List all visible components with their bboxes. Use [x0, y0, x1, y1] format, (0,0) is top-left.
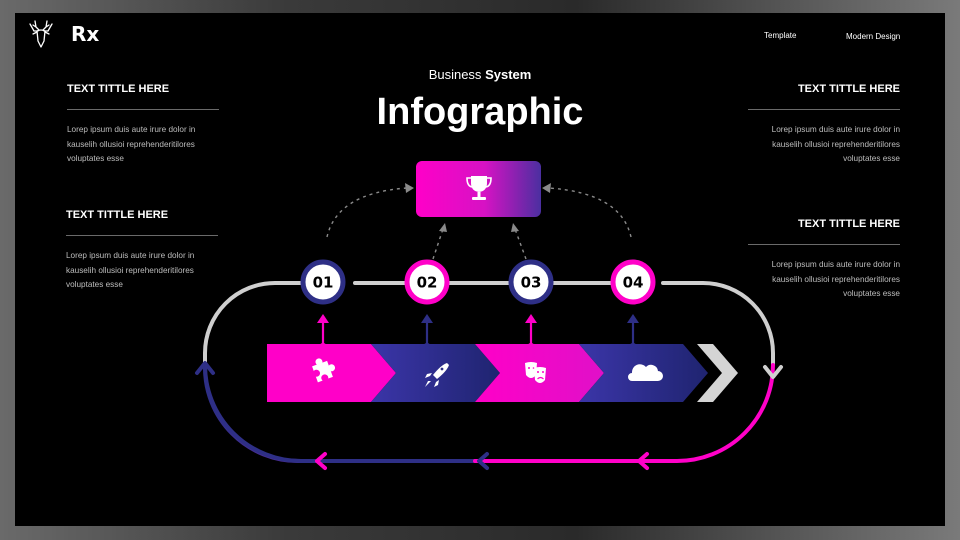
- block-text: Lorep ipsum duis aute irure dolor in kau…: [67, 123, 219, 167]
- brand-name: Rx: [71, 22, 100, 46]
- loop-track: [203, 281, 775, 463]
- dashed-arrowheads: [405, 183, 551, 232]
- trophy-icon: [466, 176, 492, 200]
- dashed-connector: [326, 187, 408, 238]
- block-text: Lorep ipsum duis aute irure dolor in kau…: [66, 249, 218, 293]
- dashed-connector: [432, 228, 444, 260]
- dashed-connector: [548, 187, 632, 238]
- text-block-top-left: TEXT TITTLE HERE Lorep ipsum duis aute i…: [67, 83, 219, 167]
- nav-modern-design[interactable]: Modern Design: [846, 32, 901, 41]
- subtitle-bold: System: [485, 67, 532, 82]
- arrowhead: [405, 183, 414, 193]
- block-title: TEXT TITTLE HERE: [67, 83, 170, 95]
- process-diagram: 01 02 03 04: [195, 161, 783, 470]
- arrowhead: [763, 365, 783, 379]
- arrowhead: [195, 361, 215, 375]
- block-title: TEXT TITTLE HERE: [66, 209, 169, 221]
- page-title: Infographic: [376, 91, 584, 133]
- block-text-line: voluptates esse: [66, 280, 123, 289]
- arrowhead: [315, 452, 327, 470]
- arrowhead: [511, 223, 519, 232]
- step-connectors: [321, 319, 635, 347]
- subtitle-regular: Business: [428, 67, 482, 82]
- page-subtitle: Business System: [15, 67, 945, 82]
- block-text-line: Lorep ipsum duis aute irure dolor in: [771, 125, 900, 134]
- nav-template[interactable]: Template: [764, 31, 797, 40]
- block-text: Lorep ipsum duis aute irure dolor in kau…: [748, 123, 900, 167]
- text-block-top-right: TEXT TITTLE HERE Lorep ipsum duis aute i…: [748, 83, 900, 167]
- arrowhead: [439, 223, 447, 232]
- step-number: 03: [521, 274, 542, 292]
- step-number: 04: [623, 274, 644, 292]
- step-number: 01: [313, 274, 334, 292]
- block-text-line: Lorep ipsum duis aute irure dolor in: [771, 260, 900, 269]
- step-circle-02[interactable]: 02: [404, 259, 450, 305]
- text-block-bottom-right: TEXT TITTLE HERE Lorep ipsum duis aute i…: [748, 218, 900, 302]
- block-text-line: voluptates esse: [67, 154, 124, 163]
- step-circle-04[interactable]: 04: [610, 259, 656, 305]
- arrowhead: [542, 183, 551, 193]
- cloud-icon: [628, 364, 663, 381]
- divider: [66, 235, 218, 236]
- goal-box[interactable]: [416, 161, 541, 217]
- step-circle-03[interactable]: 03: [508, 259, 554, 305]
- step-number: 02: [417, 274, 438, 292]
- block-text-line: voluptates esse: [843, 289, 900, 298]
- divider: [748, 109, 900, 110]
- block-title: TEXT TITTLE HERE: [797, 83, 900, 95]
- divider: [748, 244, 900, 245]
- arrowhead: [637, 452, 649, 470]
- step-circle-01[interactable]: 01: [300, 259, 346, 305]
- divider: [67, 109, 219, 110]
- block-text-line: Lorep ipsum duis aute irure dolor in: [66, 251, 195, 260]
- chevron-band: [267, 344, 738, 402]
- arrowhead: [477, 452, 489, 470]
- block-title: TEXT TITTLE HERE: [797, 218, 900, 230]
- text-block-bottom-left: TEXT TITTLE HERE Lorep ipsum duis aute i…: [66, 209, 218, 293]
- rocket-icon: [425, 363, 449, 387]
- block-text: Lorep ipsum duis aute irure dolor in kau…: [748, 258, 900, 302]
- block-text-line: kauselih ollusioi reprehenderitilores: [772, 274, 900, 284]
- loop-arrows: [195, 361, 783, 470]
- chevron-end: [697, 344, 738, 402]
- theater-masks-icon: [525, 362, 546, 383]
- dashed-connector: [514, 228, 527, 260]
- slide: Rx Template Modern Design Business Syste…: [15, 13, 945, 526]
- dashed-connectors: [326, 187, 632, 260]
- block-text-line: kauselih ollusioi reprehenderitilores: [67, 139, 195, 149]
- block-text-line: voluptates esse: [843, 154, 900, 163]
- block-text-line: kauselih ollusioi reprehenderitilores: [772, 139, 900, 149]
- deer-head-icon: [29, 20, 53, 48]
- block-text-line: kauselih ollusioi reprehenderitilores: [66, 265, 194, 275]
- block-text-line: Lorep ipsum duis aute irure dolor in: [67, 125, 196, 134]
- puzzle-icon: [312, 358, 336, 383]
